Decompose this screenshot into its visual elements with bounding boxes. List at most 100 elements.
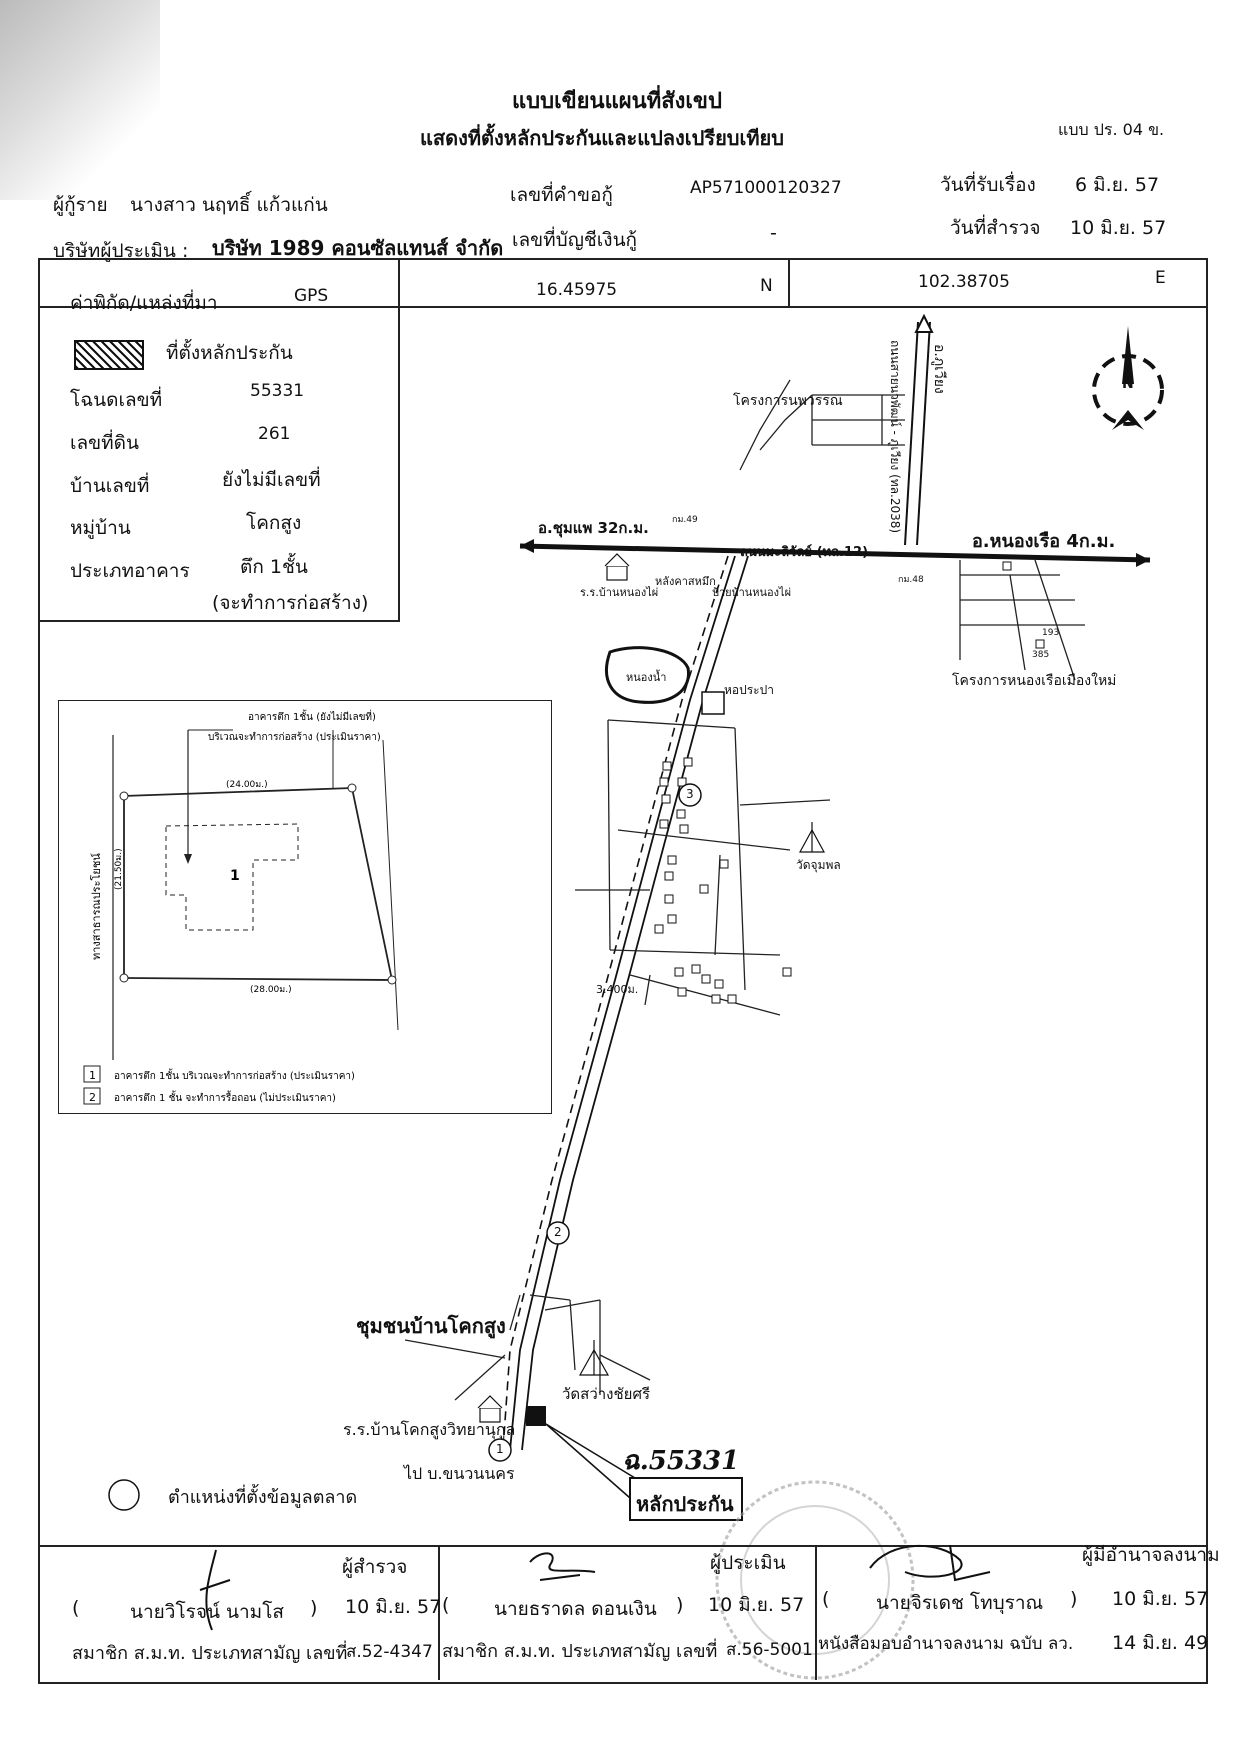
loan-account-no: -	[770, 222, 777, 244]
surveyor-title: ผู้สำรวจ	[342, 1556, 408, 1578]
signature-divider-2	[815, 1545, 817, 1680]
plan-legend-1-text: อาคารตึก 1ชั้น บริเวณจะทำการก่อสร้าง (ปร…	[114, 1068, 355, 1082]
loan-request-label: เลขที่คำขอกู้	[510, 184, 613, 206]
authorized-letter-date: 14 มิ.ย. 49	[1112, 1632, 1209, 1654]
appraiser-name: นายธราดล ดอนเงิน	[494, 1598, 657, 1620]
coords-lon: 102.38705	[918, 272, 1010, 292]
appraiser-member-no: ส.56-5001	[726, 1640, 813, 1660]
coords-divider-2	[788, 258, 790, 306]
borrower-name: นางสาว นฤทธิ์ แก้วแก่น	[130, 194, 328, 216]
warehouse: หลังคาสหมึก	[655, 575, 716, 588]
borrower-label: ผู้กู้ราย	[53, 194, 108, 216]
village-label: หมู่บ้าน	[70, 517, 131, 539]
deed-label: โฉนดเลขที่	[70, 389, 163, 411]
authorized-date: 10 มิ.ย. 57	[1112, 1588, 1209, 1610]
surveyor-member-no: ส.52-4347	[346, 1642, 433, 1662]
collateral-box-label: หลักประกัน	[636, 1492, 734, 1516]
deed-no: 55331	[250, 381, 305, 401]
coords-source: GPS	[294, 286, 329, 306]
surveyor-member: สมาชิก ส.ม.ท. ประเภทสามัญ เลขที่	[72, 1643, 348, 1664]
pond-label: หนองน้ำ	[626, 671, 667, 684]
appraiser-company-label: บริษัทผู้ประเมิน :	[53, 240, 189, 262]
form-code: แบบ ปร. 04 ข.	[1058, 120, 1165, 139]
plan-callout-2: บริเวณจะทำการก่อสร้าง (ประเมินราคา)	[208, 731, 381, 743]
bus-stop: ป้ายบ้านหนองไผ่	[712, 586, 792, 599]
road-vertical-label: ถนนสายนวพัฒน์ - ภูเวียง (ทล.2038)	[888, 340, 902, 534]
land-no: 261	[258, 424, 291, 444]
lot-193: 193	[1042, 628, 1060, 638]
plan-building-no: 1	[230, 868, 240, 884]
appraiser-member: สมาชิก ส.ม.ท. ประเภทสามัญ เลขที่	[442, 1641, 718, 1662]
to-chumphae: อ.ชุมแพ 32ก.ม.	[538, 519, 649, 537]
authorized-open: (	[822, 1588, 830, 1610]
appraiser-title: ผู้ประเมิน	[710, 1552, 786, 1574]
project-bottom: โครงการหนองเรือเมืองใหม่	[952, 673, 1117, 689]
coords-lat-dir: N	[760, 276, 773, 296]
to-nongruea: อ.หนองเรือ 4ก.ม.	[972, 531, 1116, 552]
plan-dim-bottom: (28.00ม.)	[250, 985, 292, 995]
appraiser-company: บริษัท 1989 คอนซัลแทนส์ จำกัด	[212, 236, 504, 260]
surveyor-date: 10 มิ.ย. 57	[345, 1596, 442, 1618]
plan-road-label: ทางสาธารณประโยชน์	[89, 853, 103, 960]
house-no: ยังไม่มีเลขที่	[222, 469, 321, 491]
plan-dim-left: (21.50ม.)	[114, 848, 124, 890]
school-bottom-label: ร.ร.บ้านโคกสูงวิทยานุกูล	[343, 1420, 516, 1439]
surveyor-open: (	[72, 1597, 80, 1619]
authorized-letter: หนังสือมอบอำนาจลงนาม ฉบับ ลว.	[818, 1634, 1074, 1654]
land-label: เลขที่ดิน	[70, 432, 139, 454]
to-khonnakhon: ไป บ.ขนวนนคร	[404, 1464, 515, 1483]
house-label: บ้านเลขที่	[70, 475, 150, 497]
building-type: ตึก 1ชั้น	[240, 556, 308, 578]
plot-plan-inset	[58, 700, 552, 1114]
appraiser-close: )	[676, 1594, 684, 1616]
surveyor-close: )	[310, 1597, 318, 1619]
appraiser-date: 10 มิ.ย. 57	[708, 1594, 805, 1616]
route-marker-2: 2	[554, 1225, 562, 1239]
collateral-legend-label: ที่ตั้งหลักประกัน	[166, 342, 293, 364]
village: โคกสูง	[246, 512, 302, 534]
distance-label: 3.400ม.	[596, 983, 639, 996]
loan-account-label: เลขที่บัญชีเงินกู้	[512, 229, 638, 251]
to-phuwiang: อ.ภูเวียง	[931, 344, 947, 394]
handwritten-deed: ฉ.55331	[622, 1446, 740, 1476]
water-tower-label: หอประปา	[724, 683, 774, 697]
school-top: ร.ร.บ้านหนองไผ่	[580, 586, 659, 599]
coords-lon-dir: E	[1155, 268, 1166, 288]
temple-1-label: วัดจุมพล	[796, 858, 841, 872]
km48: กม.48	[898, 575, 924, 585]
temple-2-label: วัดสว่างชัยศรี	[562, 1385, 651, 1403]
coords-divider-1	[398, 258, 400, 306]
km49: กม.49	[672, 515, 698, 525]
project-top: โครงการนพวรรณ	[733, 393, 843, 409]
survey-label: วันที่สำรวจ	[950, 217, 1041, 239]
authorized-close: )	[1070, 1588, 1078, 1610]
community-label: ชุมชนบ้านโคกสูง	[356, 1314, 506, 1338]
plan-dim-top: (24.00ม.)	[226, 780, 268, 790]
coords-row-divider	[38, 306, 1206, 308]
authorized-title: ผู้มีอำนาจลงนาม	[1082, 1544, 1220, 1566]
surveyor-name: นายวิโรจน์ นามโส	[130, 1601, 285, 1623]
signature-scribbles	[199, 1544, 991, 1631]
plan-legend-2-text: อาคารตึก 1 ชั้น จะทำการรื้อถอน (ไม่ประเม…	[114, 1090, 336, 1104]
info-panel-bottom	[38, 620, 400, 622]
document-title: แบบเขียนแผนที่สังเขป	[512, 89, 722, 114]
scan-corner-shade	[0, 0, 160, 200]
survey-date: 10 มิ.ย. 57	[1070, 217, 1167, 239]
coords-lat: 16.45975	[536, 280, 618, 300]
received-date: 6 มิ.ย. 57	[1075, 174, 1160, 196]
route-marker-3: 3	[686, 787, 694, 801]
document-subtitle: แสดงที่ตั้งหลักประกันและแปลงเปรียบเทียบ	[420, 126, 784, 150]
loan-request-no: AP571000120327	[690, 178, 842, 198]
collateral-legend-swatch	[74, 340, 144, 370]
info-panel-right	[398, 306, 400, 620]
lot-385: 385	[1032, 650, 1050, 660]
building-label: ประเภทอาคาร	[70, 560, 190, 582]
received-label: วันที่รับเรื่อง	[940, 174, 1036, 196]
north-label: N	[1122, 376, 1134, 392]
building-note: (จะทำการก่อสร้าง)	[212, 592, 369, 614]
route-marker-1: 1	[496, 1442, 504, 1456]
plot-plan-drawing: อาคารตึก 1ชั้น (ยังไม่มีเลขที่) บริเวณจะ…	[83, 709, 399, 1105]
signature-table-top	[38, 1545, 1206, 1547]
market-ref-label: ตำแหน่งที่ตั้งข้อมูลตลาด	[168, 1487, 358, 1508]
